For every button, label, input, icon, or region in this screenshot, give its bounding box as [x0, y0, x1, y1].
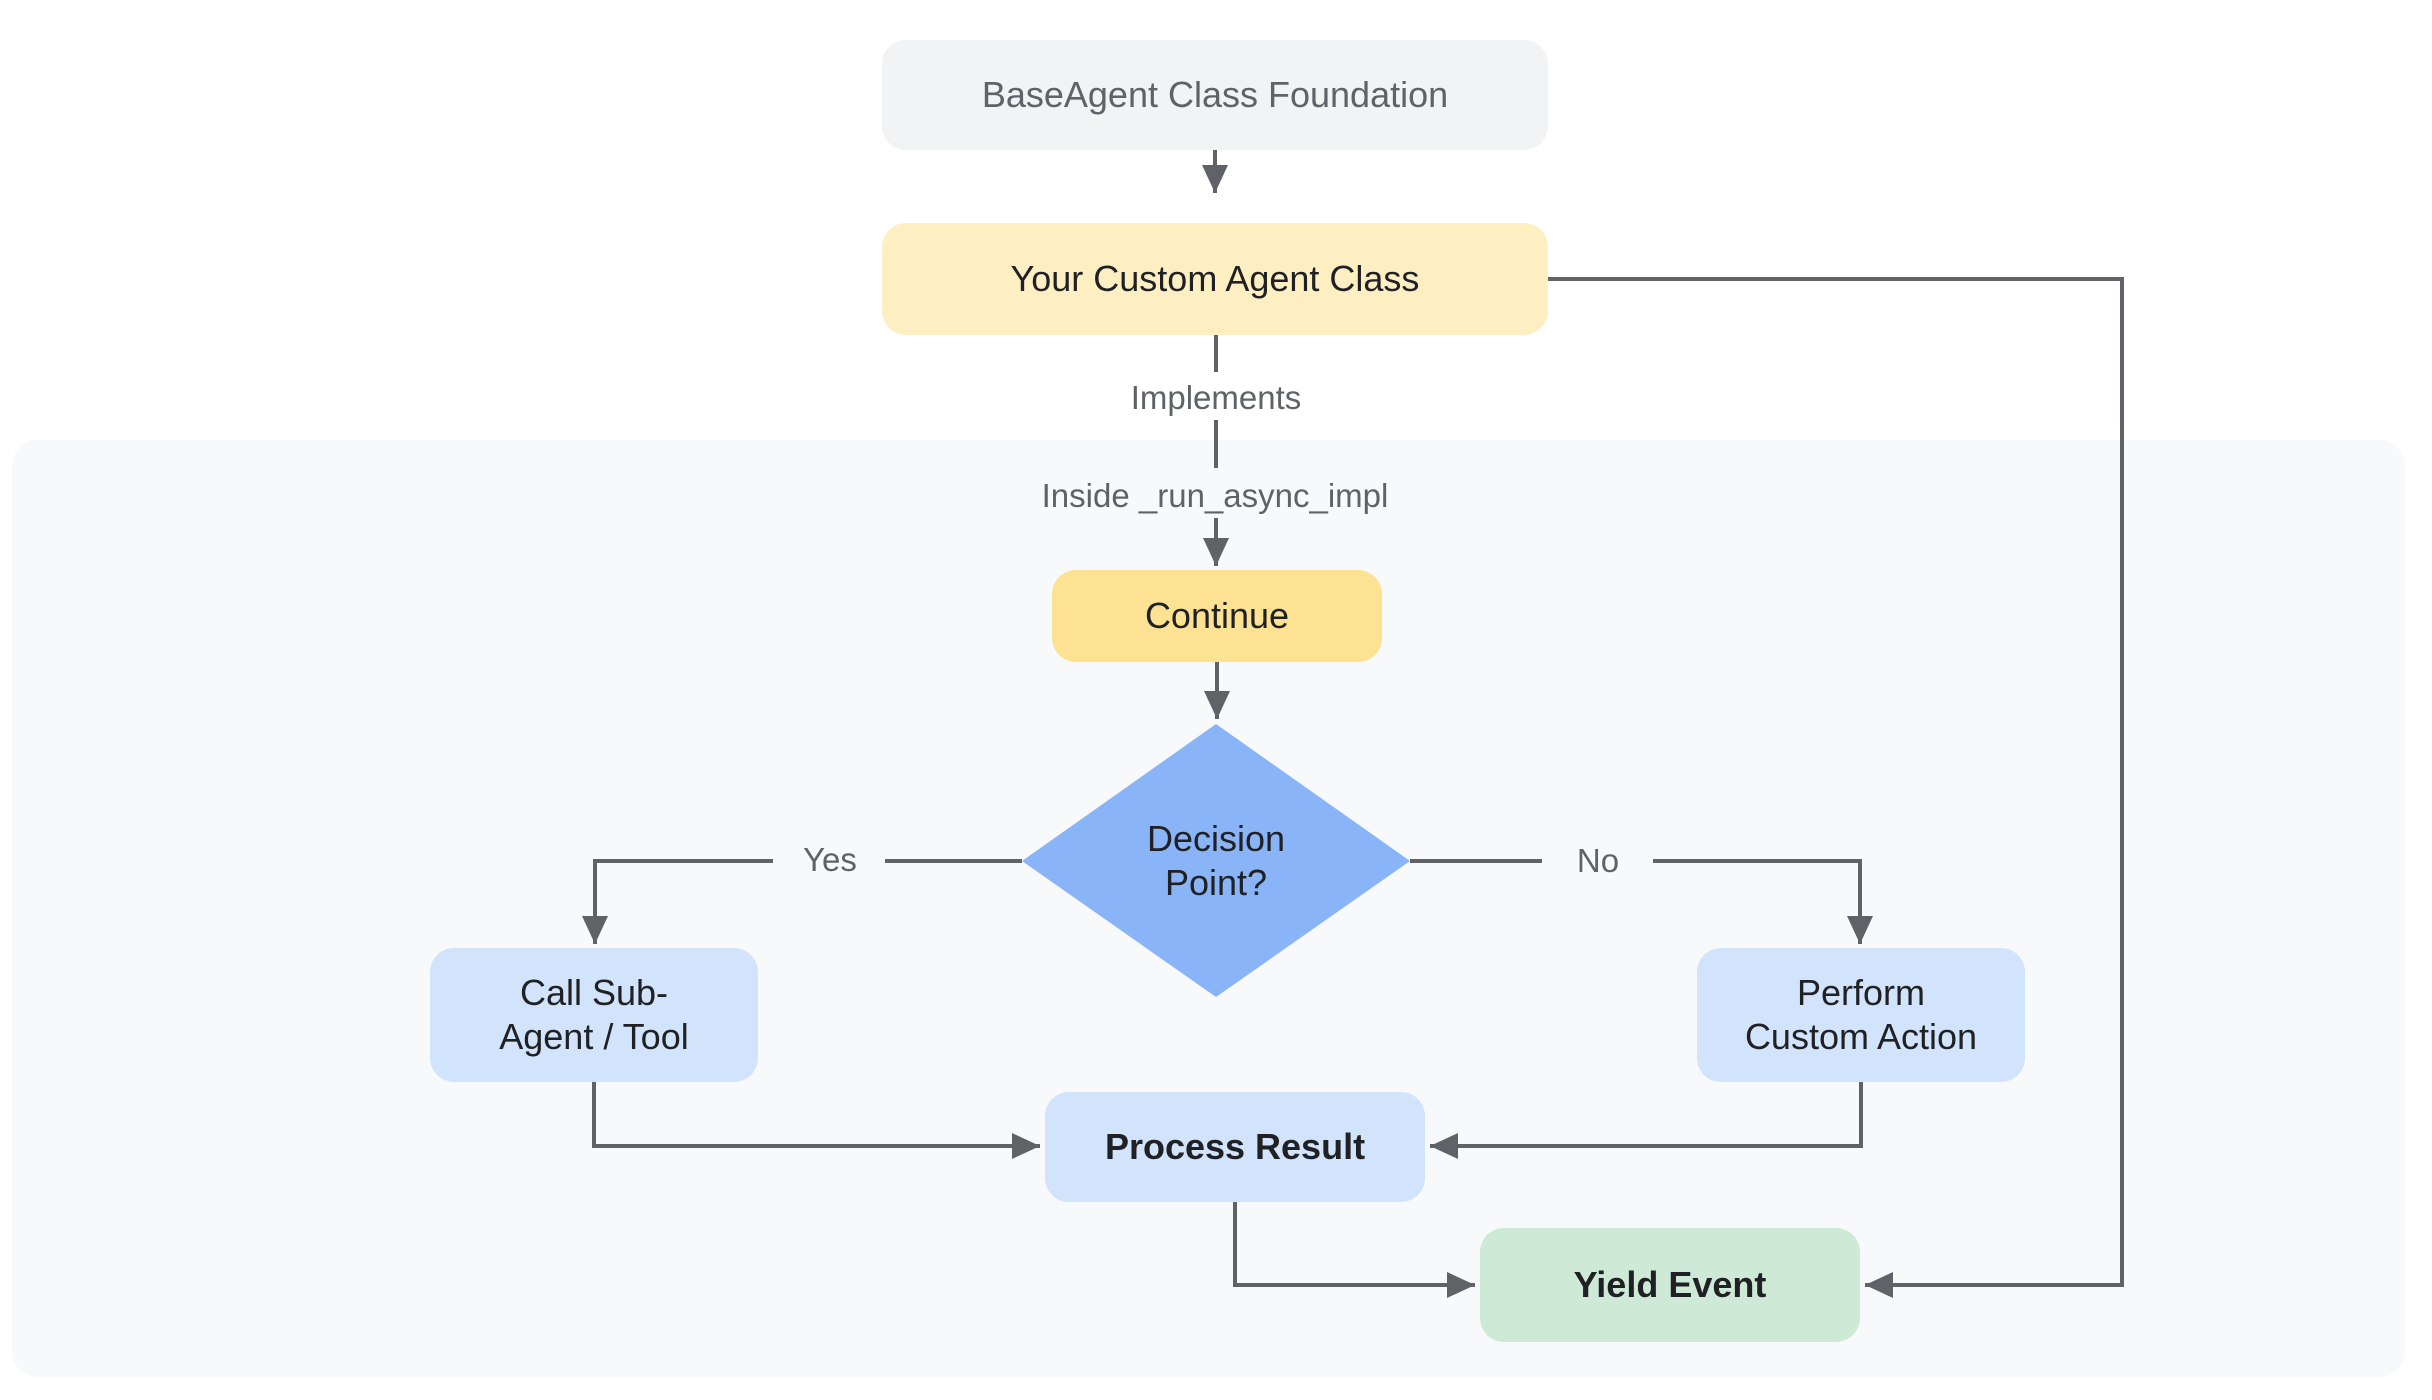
edge-decision-no-arrow — [1653, 859, 1873, 944]
node-label-line: Decision — [1146, 818, 1286, 859]
decision-diamond — [1022, 724, 1410, 997]
node-label: Continue — [1144, 595, 1290, 636]
node-perform-custom-action: Perform Custom Action — [1697, 948, 2025, 1082]
node-label: BaseAgent Class Foundation — [981, 74, 1449, 115]
edge-custom-to-yield-loop — [1548, 277, 2124, 1298]
node-label: Process Result — [1104, 1126, 1366, 1167]
edge-label-yes: Yes — [803, 841, 857, 878]
node-process-result: Process Result — [1045, 1092, 1425, 1202]
node-label-line: Call Sub- — [519, 972, 669, 1013]
node-label-line: Point? — [1164, 862, 1268, 903]
node-decision-point-label: Decision Point? — [1016, 817, 1416, 905]
edge-label-no: No — [1576, 842, 1620, 879]
edge-perform-to-process — [1430, 1082, 1863, 1159]
node-yield-event: Yield Event — [1480, 1228, 1860, 1342]
node-label: Your Custom Agent Class — [1010, 258, 1420, 299]
edge-callsub-to-process — [592, 1082, 1040, 1159]
node-label-line: Custom Action — [1744, 1016, 1978, 1057]
node-call-sub-agent-tool: Call Sub- Agent / Tool — [430, 948, 758, 1082]
node-label: Yield Event — [1573, 1264, 1767, 1305]
node-base-agent-class-foundation: BaseAgent Class Foundation — [882, 40, 1548, 150]
node-label-line: Agent / Tool — [499, 1016, 689, 1057]
edge-label-implements: Implements — [1130, 379, 1302, 416]
edge-decision-yes-arrow — [582, 859, 773, 944]
node-your-custom-agent-class: Your Custom Agent Class — [882, 223, 1548, 335]
edge-label-inside-run-async-impl: Inside _run_async_impl — [1041, 477, 1389, 514]
node-label-line: Perform — [1796, 972, 1925, 1013]
node-continue: Continue — [1052, 570, 1382, 662]
edge-process-to-yield — [1233, 1202, 1475, 1298]
